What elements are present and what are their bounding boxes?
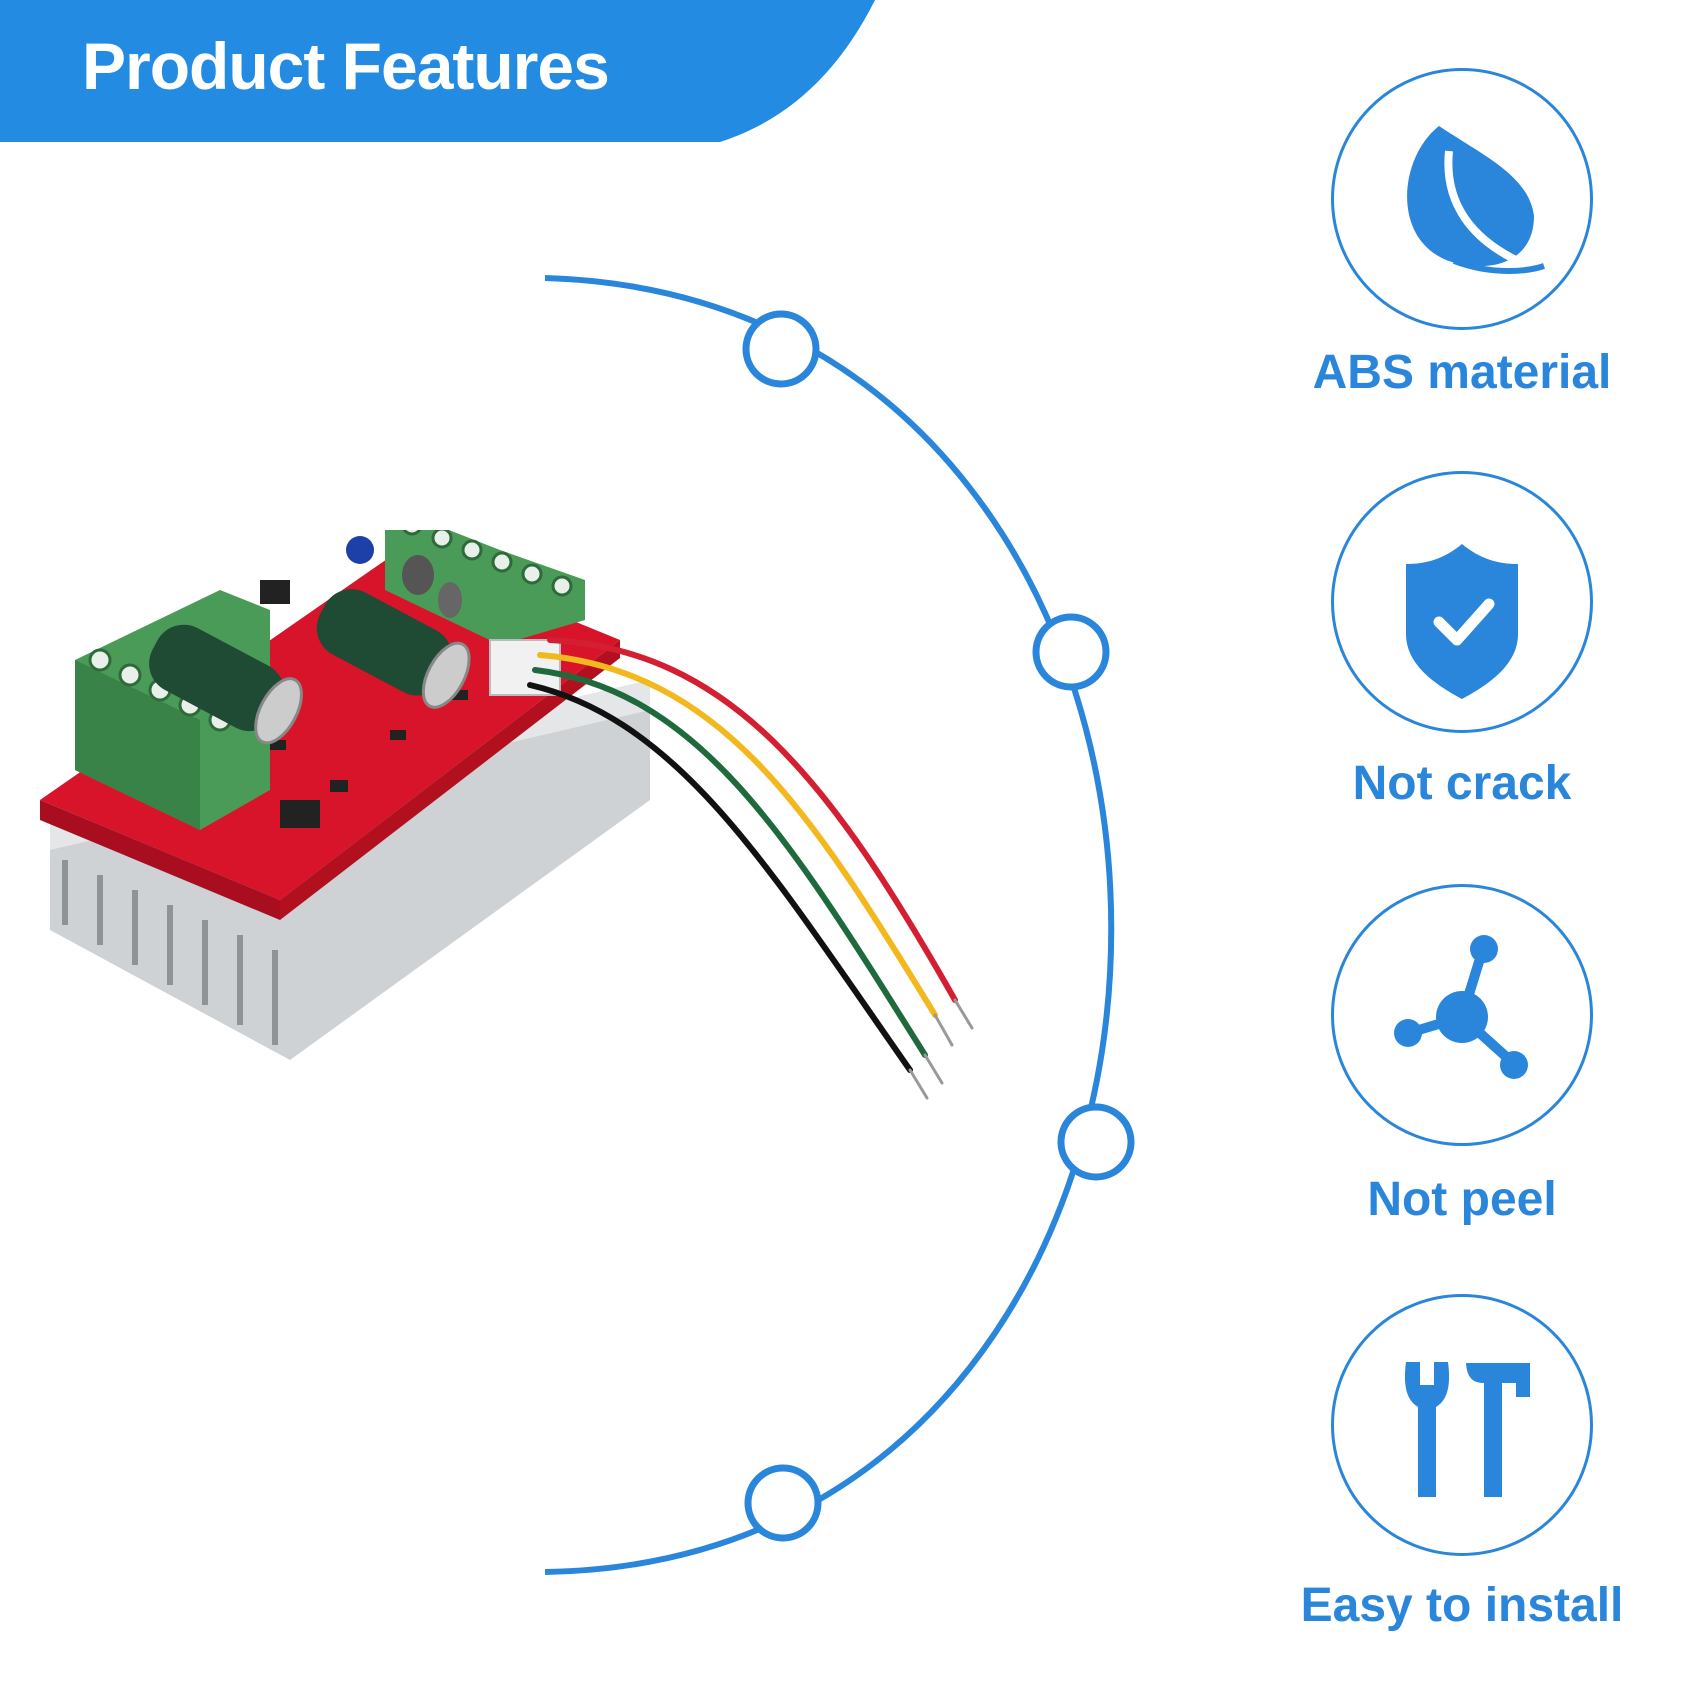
title-banner: Product Features	[0, 0, 880, 142]
arc-node	[744, 1464, 822, 1542]
banner-shape	[0, 0, 875, 142]
feature-label-easy-to-install: Easy to install	[1300, 1579, 1624, 1632]
molecule-icon	[1394, 935, 1528, 1079]
page-title: Product Features	[82, 29, 610, 103]
feature-circle-not-crack	[1331, 471, 1593, 733]
feature-label-abs-material: ABS material	[1312, 346, 1612, 399]
feature-circle-abs-material	[1331, 68, 1593, 330]
feature-circle-not-peel	[1331, 884, 1593, 1146]
feature-circle-easy-to-install	[1331, 1294, 1593, 1556]
controller-board-image	[40, 530, 974, 1100]
leaf-icon	[1407, 126, 1545, 274]
arc-node	[1032, 613, 1110, 691]
feature-label-not-crack: Not crack	[1352, 757, 1572, 810]
wrench-hammer-icon	[1404, 1362, 1530, 1497]
arc-node	[1057, 1103, 1135, 1181]
feature-label-not-peel: Not peel	[1367, 1173, 1557, 1226]
shield-check-icon	[1406, 544, 1518, 699]
arc-node	[742, 310, 820, 388]
